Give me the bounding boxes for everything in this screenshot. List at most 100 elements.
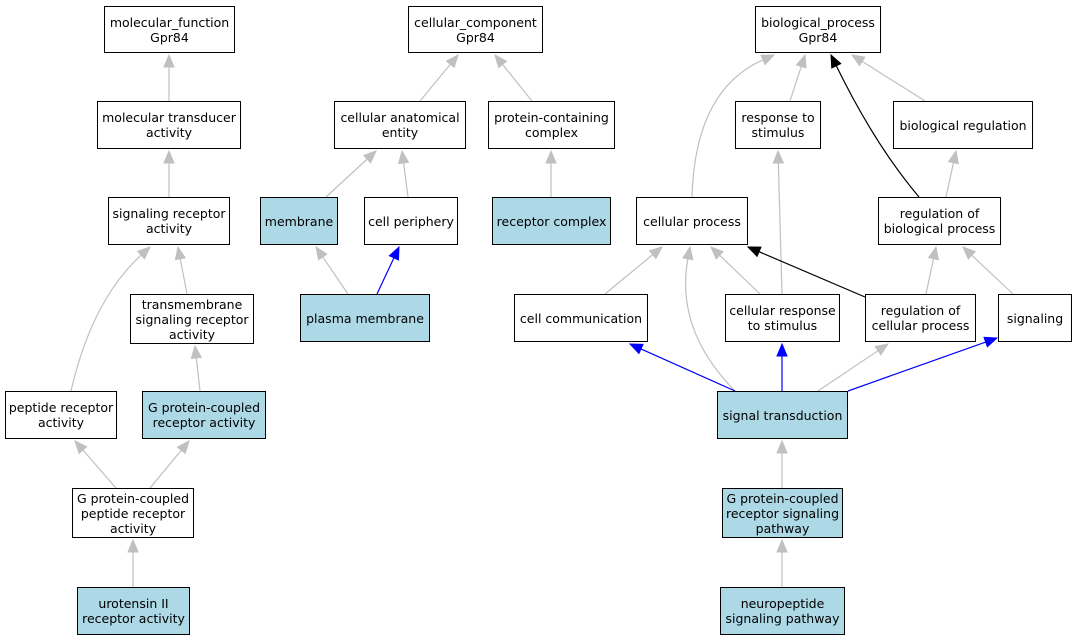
- node-response-to-stimulus[interactable]: response to stimulus: [735, 101, 821, 149]
- edge-gpcr-activity-to-transmembrane-sig: [190, 344, 203, 392]
- node-transmembrane-signaling-receptor-activity[interactable]: transmembrane signaling receptor activit…: [130, 294, 254, 344]
- node-signal-transduction[interactable]: signal transduction: [717, 391, 848, 439]
- edge-line: [195, 357, 201, 392]
- node-urotensin-ii-receptor-activity[interactable]: urotensin II receptor activity: [77, 587, 190, 635]
- node-cellular-anatomical-entity[interactable]: cellular anatomical entity: [334, 101, 466, 149]
- edge-arrowhead: [127, 538, 139, 553]
- edge-line: [719, 254, 761, 295]
- node-biological-process[interactable]: biological_process Gpr84: [755, 6, 881, 53]
- edge-response-stimulus-to-bp-root: [789, 53, 807, 102]
- edge-arrowhead: [445, 53, 459, 69]
- node-regulation-of-cellular-process[interactable]: regulation of cellular process: [865, 294, 976, 342]
- edge-cell-anat-entity-to-cc-root: [419, 53, 459, 102]
- edge-arrowhead: [874, 343, 890, 356]
- edge-line: [419, 63, 451, 102]
- edge-arrowhead: [174, 245, 186, 261]
- node-signaling[interactable]: signaling: [998, 294, 1072, 342]
- edge-arrowhead: [746, 246, 762, 258]
- edge-line: [835, 65, 920, 198]
- node-molecular-transducer-activity[interactable]: molecular transducer activity: [97, 101, 241, 149]
- node-gpcr-peptide-receptor-activity[interactable]: G protein-coupled peptide receptor activ…: [72, 488, 194, 538]
- edge-cell-response-stimulus-to-cellular-process: [710, 246, 761, 295]
- edge-arrowhead: [163, 149, 175, 164]
- edge-arrowhead: [776, 439, 788, 454]
- node-signaling-receptor-activity[interactable]: signaling receptor activity: [108, 197, 230, 245]
- edge-arrowhead: [315, 245, 328, 261]
- edge-mol-transducer-to-mf-root: [163, 53, 175, 101]
- edge-arrowhead: [850, 54, 866, 67]
- edge-line: [376, 257, 395, 295]
- edge-cell-response-stimulus-to-response-stimulus: [772, 149, 785, 295]
- edge-arrowhead: [494, 53, 508, 69]
- edge-arrowhead: [776, 342, 788, 357]
- edge-arrowhead: [772, 149, 785, 164]
- node-peptide-receptor-activity[interactable]: peptide receptor activity: [5, 391, 117, 439]
- edge-arrowhead: [648, 246, 664, 260]
- edge-arrowhead: [776, 538, 788, 553]
- node-regulation-of-biological-process[interactable]: regulation of biological process: [878, 197, 1001, 245]
- edge-arrowhead: [136, 246, 151, 260]
- edge-line: [945, 162, 955, 198]
- edge-line: [82, 449, 117, 489]
- edge-line: [149, 449, 182, 489]
- node-cell-periphery[interactable]: cell periphery: [364, 197, 458, 245]
- node-biological-regulation[interactable]: biological regulation: [893, 101, 1033, 149]
- node-membrane[interactable]: membrane: [260, 197, 338, 245]
- node-receptor-complex[interactable]: receptor complex: [492, 197, 611, 245]
- edge-arrowhead: [710, 246, 725, 260]
- edge-neuropeptide-to-gpcr-pathway: [776, 538, 788, 587]
- edge-gpcr-pathway-to-signal-transduction: [776, 439, 788, 488]
- edge-signal-transduction-to-signaling: [847, 336, 999, 392]
- edge-signal-transduction-to-cell-response-stimulus: [776, 342, 788, 391]
- node-cellular-process[interactable]: cellular process: [636, 197, 748, 245]
- edge-line: [70, 254, 142, 392]
- node-cellular-response-to-stimulus[interactable]: cellular response to stimulus: [725, 294, 840, 342]
- edge-line: [604, 254, 654, 295]
- edge-line: [640, 348, 736, 392]
- edge-arrowhead: [760, 54, 776, 66]
- edge-bio-regulation-to-bp-root: [850, 54, 926, 102]
- edge-arrowhead: [962, 246, 977, 260]
- edge-arrowhead: [983, 336, 999, 348]
- edge-line: [691, 59, 764, 198]
- edge-line: [322, 256, 349, 295]
- edge-line: [758, 251, 866, 298]
- edge-arrowhead: [545, 149, 557, 164]
- node-gpcr-activity[interactable]: G protein-coupled receptor activity: [142, 391, 266, 439]
- edge-line: [925, 258, 935, 295]
- edge-line: [817, 350, 879, 392]
- edge-line: [971, 254, 1014, 295]
- edge-membrane-to-cell-anat-entity: [325, 150, 377, 198]
- node-neuropeptide-signaling-pathway[interactable]: neuropeptide signaling pathway: [720, 587, 845, 635]
- edge-arrowhead: [362, 150, 377, 164]
- node-molecular-function[interactable]: molecular_function Gpr84: [104, 6, 235, 53]
- edge-urotensin-to-gpcr-peptide: [127, 538, 139, 587]
- edge-arrowhead: [927, 245, 940, 261]
- edge-arrowhead: [190, 344, 203, 360]
- edge-line: [789, 66, 802, 102]
- edge-arrowhead: [628, 343, 644, 355]
- node-gpcr-signaling-pathway[interactable]: G protein-coupled receptor signaling pat…: [722, 488, 843, 538]
- node-cell-communication[interactable]: cell communication: [514, 294, 648, 342]
- edge-arrowhead: [830, 53, 842, 69]
- edge-line: [402, 162, 409, 198]
- edge-line: [847, 341, 986, 392]
- edge-peptide-receptor-to-sig-receptor-activity: [70, 246, 151, 392]
- edge-arrowhead: [176, 439, 190, 455]
- edge-line: [685, 258, 736, 392]
- edge-arrowhead: [388, 245, 400, 261]
- node-cellular-component[interactable]: cellular_component Gpr84: [408, 6, 543, 53]
- edge-signal-transduction-to-cellular-process: [682, 245, 736, 392]
- node-protein-containing-complex[interactable]: protein-containing complex: [488, 101, 615, 149]
- edge-reg-bio-process-to-bio-regulation: [945, 149, 959, 198]
- edge-plasma-membrane-to-cell-periphery: [376, 245, 400, 295]
- edge-gpcr-peptide-to-gpcr-activity: [149, 439, 190, 489]
- edge-arrowhead: [795, 53, 807, 69]
- node-plasma-membrane[interactable]: plasma membrane: [300, 294, 430, 342]
- edge-reg-cell-process-to-cellular-process: [746, 246, 866, 298]
- edge-arrowhead: [163, 53, 175, 68]
- edge-plasma-membrane-to-membrane: [315, 245, 349, 295]
- edge-cell-periphery-to-cell-anat-entity: [397, 149, 410, 198]
- edge-line: [777, 162, 783, 295]
